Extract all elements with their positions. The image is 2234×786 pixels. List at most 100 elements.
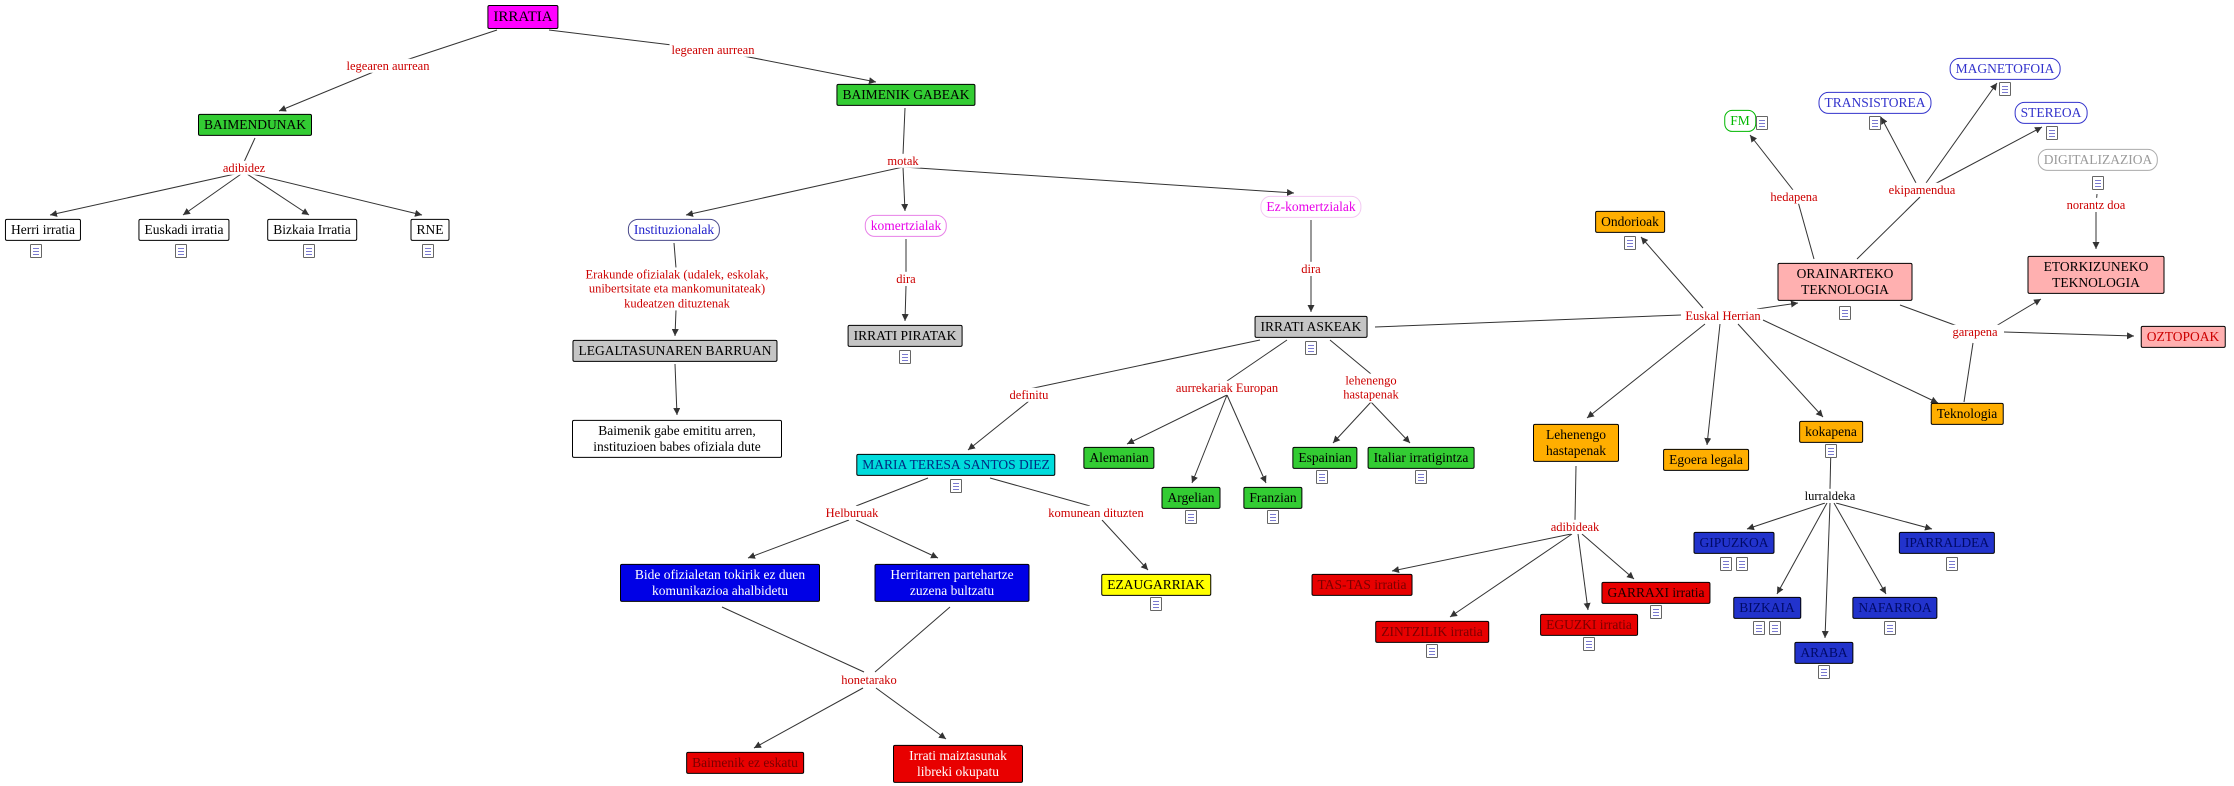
node-eguzki-irratia[interactable]: EGUZKI irratia [1540,613,1638,637]
node-garraxi-irratia[interactable]: GARRAXI irratia [1601,581,1711,605]
link-label-norantz-doa[interactable]: norantz doa [2064,197,2128,213]
resource-icon[interactable] [1624,236,1636,250]
link-label-adibideak[interactable]: adibideak [1548,519,1602,535]
resource-icon[interactable] [2046,126,2058,140]
node-bizkaia[interactable]: BIZKAIA [1733,596,1801,620]
node-franzian[interactable]: Franzian [1243,486,1303,510]
link-label-dira-2[interactable]: dira [1299,261,1323,277]
node-baimendunak[interactable]: BAIMENDUNAK [198,113,312,137]
resource-icon[interactable] [1316,470,1328,484]
resource-icon[interactable] [1946,557,1958,571]
node-italiar-irratigintza[interactable]: Italiar irratigintza [1367,446,1475,470]
link-line [1776,502,1828,595]
node-euskadi-irratia[interactable]: Euskadi irratia [138,218,230,242]
resource-icon[interactable] [1720,557,1732,571]
node-herritarren[interactable]: Herritarren partehartze zuzena bultzatu [874,563,1030,603]
node-legaltasunaren-barruan[interactable]: LEGALTASUNAREN BARRUAN [572,339,778,363]
link-label-garapena[interactable]: garapena [1950,324,2000,340]
resource-icon[interactable] [1185,510,1197,524]
node-ezaugarriak[interactable]: EZAUGARRIAK [1101,573,1211,597]
link-label-lehenengo-hastapenak[interactable]: lehenengo hastapenak [1333,373,1409,403]
link-label-motak[interactable]: motak [885,153,921,169]
resource-icon[interactable] [899,350,911,364]
node-baimenik-gabeak[interactable]: BAIMENIK GABEAK [836,83,976,107]
node-stereoa[interactable]: STEREOA [2014,101,2088,125]
resource-icon[interactable] [1884,621,1896,635]
node-irrati-piratak[interactable]: IRRATI PIRATAK [847,324,963,348]
resource-icon[interactable] [1150,597,1162,611]
resource-icon[interactable] [2092,176,2104,190]
node-alemanian[interactable]: Alemanian [1083,446,1155,470]
node-nafarroa[interactable]: NAFARROA [1852,596,1938,620]
node-ez-komertzialak[interactable]: Ez-komertzialak [1260,195,1362,219]
resource-icon[interactable] [1426,644,1438,658]
node-ondorioak[interactable]: Ondorioak [1595,210,1665,234]
resource-icon[interactable] [1756,116,1768,130]
resource-icon[interactable] [1583,637,1595,651]
link-label-lurraldeka[interactable]: lurraldeka [1802,488,1858,504]
node-digitalizazioa[interactable]: DIGITALIZAZIOA [2037,148,2159,172]
node-espainian[interactable]: Espainian [1292,446,1358,470]
resource-icon[interactable] [1839,306,1851,320]
node-etorkizuneko-teknologia[interactable]: ETORKIZUNEKO TEKNOLOGIA [2027,255,2165,295]
node-herri-irratia[interactable]: Herri irratia [4,218,82,242]
node-iparraldea[interactable]: IPARRALDEA [1898,531,1996,555]
node-irratia[interactable]: IRRATIA [487,5,559,29]
node-kokapena[interactable]: kokapena [1799,420,1863,444]
resource-icon[interactable] [303,244,315,258]
node-baimenik-ez-eskatu[interactable]: Baimenik ez eskatu [686,751,804,775]
link-label-erakunde-ofizialak[interactable]: Erakunde ofizialak (udalek, eskolak, uni… [571,267,783,311]
resource-icon[interactable] [30,244,42,258]
resource-icon[interactable] [950,479,962,493]
node-orainarteko-teknologia[interactable]: ORAINARTEKO TEKNOLOGIA [1777,262,1913,302]
node-egoera-legala[interactable]: Egoera legala [1663,448,1749,472]
node-zintzilik-irratia[interactable]: ZINTZILIK irratia [1375,620,1489,644]
resource-icon[interactable] [1999,82,2011,96]
resource-icon[interactable] [1736,557,1748,571]
link-label-hedapena[interactable]: hedapena [1768,189,1820,205]
link-label-legearen-aurrean-2[interactable]: legearen aurrean [669,42,757,58]
link-label-adibidez[interactable]: adibidez [220,160,268,176]
link-label-legearen-aurrean-1[interactable]: legearen aurrean [344,58,432,74]
link-label-euskal-herrian[interactable]: Euskal Herrian [1683,308,1763,324]
link-label-helburuak[interactable]: Helburuak [823,505,881,521]
node-irrati-askeak[interactable]: IRRATI ASKEAK [1254,315,1368,339]
node-tas-tas-irratia[interactable]: TAS-TAS irratia [1311,573,1413,597]
link-label-ekipamendua[interactable]: ekipamendua [1886,182,1958,198]
resource-icon[interactable] [175,244,187,258]
node-oztopoak[interactable]: OZTOPOAK [2140,325,2226,349]
node-instituzionalak[interactable]: Instituzionalak [627,218,721,242]
resource-icon[interactable] [1818,665,1830,679]
link-line [989,477,1091,507]
node-araba[interactable]: ARABA [1794,641,1854,665]
link-label-aurrekariak-europan[interactable]: aurrekariak Europan [1173,380,1281,396]
node-argelian[interactable]: Argelian [1161,486,1221,510]
node-teknologia[interactable]: Teknologia [1930,402,2004,426]
node-irrati-maiztasunak[interactable]: Irrati maiztasunak libreki okupatu [893,744,1023,784]
resource-icon[interactable] [1267,510,1279,524]
node-rne[interactable]: RNE [410,218,450,242]
node-transistorea[interactable]: TRANSISTOREA [1818,91,1932,115]
link-line [1374,314,1682,328]
resource-icon[interactable] [1650,605,1662,619]
resource-icon[interactable] [1753,621,1765,635]
resource-icon[interactable] [1415,470,1427,484]
link-label-honetarako[interactable]: honetarako [839,672,899,688]
node-bizkaia-irratia[interactable]: Bizkaia Irratia [267,218,357,242]
link-label-komunean-dituzten[interactable]: komunean dituzten [1046,505,1146,521]
link-label-definitu[interactable]: definitu [1007,387,1051,403]
node-komertzialak[interactable]: komertzialak [864,214,948,238]
resource-icon[interactable] [422,244,434,258]
node-bide-ofizialetan[interactable]: Bide ofizialetan tokirik ez duen komunik… [620,563,820,603]
node-lehenengo-hastapenak[interactable]: Lehenengo hastapenak [1533,423,1619,463]
node-fm[interactable]: FM [1724,109,1756,133]
node-magnetofoia[interactable]: MAGNETOFOIA [1949,57,2061,81]
resource-icon[interactable] [1305,341,1317,355]
resource-icon[interactable] [1769,621,1781,635]
resource-icon[interactable] [1869,116,1881,130]
node-maria-teresa-santos-diez[interactable]: MARIA TERESA SANTOS DIEZ [856,453,1056,477]
link-label-dira-1[interactable]: dira [894,271,918,287]
node-gipuzkoa[interactable]: GIPUZKOA [1693,531,1775,555]
node-babes-ofiziala[interactable]: Baimenik gabe emititu arren, instituzioe… [572,419,782,459]
resource-icon[interactable] [1825,444,1837,458]
